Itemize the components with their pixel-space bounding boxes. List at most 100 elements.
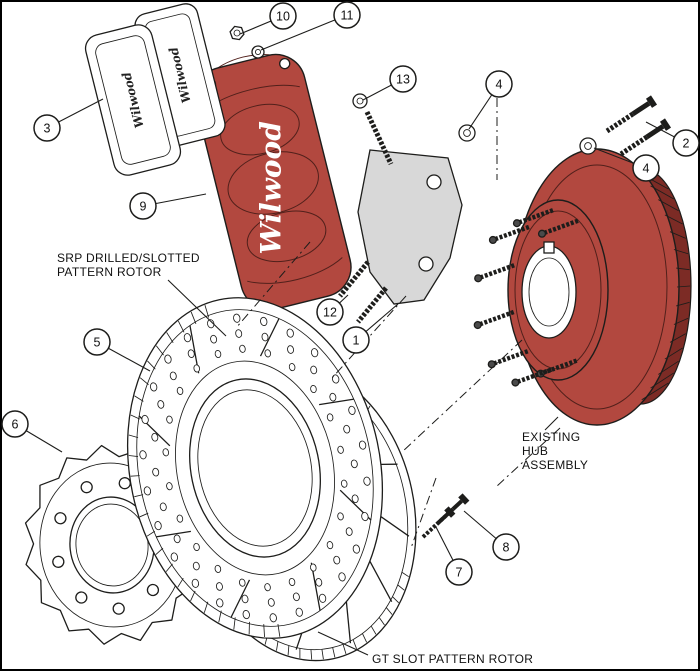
hex-bolt-head (645, 95, 658, 108)
drill-hole (264, 349, 272, 358)
srp-rotor-hat-ring (175, 360, 335, 576)
drill-hole (141, 414, 149, 425)
rim-vane (310, 649, 313, 660)
existing-hub-label-line3: ASSEMBLY (522, 458, 588, 472)
callout-4-lower: 4 (632, 154, 660, 182)
rim-vane (190, 590, 196, 602)
drill-hole (242, 609, 250, 620)
rim-vane (165, 563, 173, 572)
drill-hole (235, 329, 243, 338)
mounting-stud (364, 110, 394, 166)
hex-bolt-head (444, 506, 456, 518)
rim-vane (321, 649, 324, 660)
bracket-hole-upper (426, 174, 442, 190)
hex-bolt-threads (619, 134, 649, 157)
drill-hole (350, 459, 358, 469)
drill-hole (338, 572, 346, 582)
srp-drilled-rotor (126, 297, 384, 639)
rim-vane (177, 577, 184, 588)
hex-bolt-head (458, 493, 470, 505)
rim-vane (155, 547, 164, 555)
callout-balloon (632, 154, 660, 182)
drill-hole (239, 344, 246, 353)
washer-bore (254, 48, 262, 56)
adapter-bolt-hole (146, 583, 160, 597)
drill-hole (162, 448, 170, 457)
drill-hole (348, 405, 356, 415)
callout-balloon (83, 328, 111, 356)
hex-bolt-threads (421, 520, 441, 539)
hex-bolt-shank (631, 101, 651, 117)
wheel-stud (516, 208, 554, 226)
callout-number: 2 (683, 136, 690, 150)
knurl-rib (641, 382, 669, 401)
drill-hole (152, 467, 160, 477)
drill-hole (170, 552, 179, 562)
drill-hole (358, 440, 367, 450)
drill-hole (210, 334, 218, 344)
callout-10: 10 (269, 2, 297, 30)
wheel-stud-tip (488, 235, 497, 245)
drill-hole (331, 374, 340, 384)
callout-balloon (342, 326, 370, 354)
knurl-rib (676, 285, 691, 288)
rim-vane (397, 584, 405, 591)
knurl-rib (669, 333, 686, 343)
callout-number: 3 (44, 121, 51, 135)
label-leader-line (317, 631, 369, 656)
wheel-stud (514, 367, 553, 385)
drill-hole (340, 479, 348, 488)
adapter-bolt-hole (52, 555, 65, 568)
rotor-slot (259, 318, 280, 357)
gt-rotor-label: GT SLOT PATTERN ROTOR (372, 652, 533, 666)
drill-hole (310, 348, 319, 358)
drill-hole (193, 542, 200, 552)
callout-number: 10 (276, 9, 290, 23)
knurl-rib (658, 360, 679, 375)
wheel-stud-tip (537, 229, 547, 238)
pad-friction-face (95, 35, 171, 165)
callout-number: 9 (140, 199, 147, 213)
knurl-rib (673, 317, 689, 325)
callout-balloon (269, 2, 297, 30)
drill-hole (159, 502, 167, 512)
callout-number: 8 (503, 540, 510, 554)
hub-assembly (473, 148, 692, 426)
axis-line (410, 477, 437, 549)
callout-number: 4 (643, 161, 650, 175)
rotor-slot (319, 398, 355, 406)
knurl-rib (658, 199, 679, 212)
callout-3: 3 (33, 114, 61, 142)
rim-vane (190, 311, 197, 324)
knurl-rib (673, 249, 689, 255)
drill-hole (286, 328, 294, 338)
drill-hole (241, 594, 249, 604)
drill-hole (183, 333, 192, 343)
axis-line (496, 427, 561, 487)
existing-hub-label-line2: HUB (522, 444, 548, 458)
drill-hole (192, 561, 200, 571)
callout-number: 5 (94, 335, 101, 349)
caliper-piston-bulge-upper (220, 103, 300, 156)
drill-hole (193, 364, 200, 373)
hub-keyway-notch (543, 241, 555, 254)
drill-hole (139, 450, 147, 460)
rim-vane (147, 360, 156, 370)
srp-rim-vanes (128, 305, 281, 637)
leader-line (260, 14, 348, 51)
adapter-bolt-hole (80, 481, 93, 494)
drill-hole (176, 386, 184, 395)
wheel-stud-tip (473, 321, 482, 330)
srp-rotor-label-line2: PATTERN ROTOR (57, 265, 162, 279)
hub-center-bore (521, 245, 577, 339)
callout-balloon (445, 558, 473, 586)
label-leader-line (167, 279, 227, 337)
wheel-stud (477, 263, 515, 281)
rim-vane (332, 647, 336, 658)
drill-hole (216, 598, 224, 608)
drill-hole (191, 578, 200, 588)
rim-vane (177, 320, 185, 333)
caliper-bracket (357, 149, 463, 305)
drill-hole (329, 392, 337, 402)
